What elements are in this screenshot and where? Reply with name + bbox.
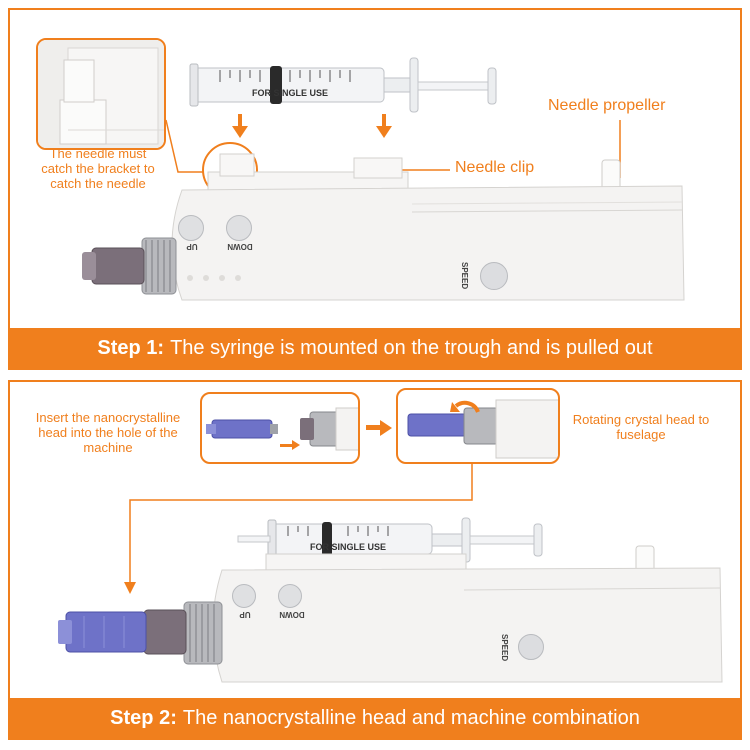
syringe: FOR SINGLE USE — [189, 57, 497, 113]
head-separate-illustration — [206, 407, 358, 451]
needle-clip-label: Needle clip — [455, 159, 535, 176]
up-button[interactable] — [178, 215, 204, 241]
speed-button[interactable] — [480, 262, 508, 290]
step2-panel: Insert the nanocrystalline head into the… — [8, 380, 742, 740]
step1-banner-step: Step 1: — [97, 336, 165, 359]
speed-button-label: SPEED — [500, 634, 509, 661]
rotate-head-label: Rotating crystal head to fuselage — [572, 412, 710, 442]
step2-banner-step: Step 2: — [110, 706, 177, 729]
insert-head-box — [200, 392, 360, 464]
right-arrow-icon — [366, 420, 392, 436]
bracket-callout-label: The needle must catch the bracket to cat… — [41, 146, 155, 191]
needle-propeller-label: Needle propeller — [548, 97, 666, 114]
syringe: FOR SINGLE USE — [237, 517, 543, 563]
syringe-label: FOR SINGLE USE — [310, 542, 386, 552]
down-button-label: DOWN — [227, 242, 253, 251]
down-button[interactable] — [226, 215, 252, 241]
down-button-label: DOWN — [279, 610, 305, 619]
speed-button-label: SPEED — [460, 262, 469, 289]
up-button-label: UP — [239, 610, 251, 619]
up-button[interactable] — [232, 584, 256, 608]
speed-button[interactable] — [518, 634, 544, 660]
step1-panel: The needle must catch the bracket to cat… — [8, 8, 742, 370]
down-button[interactable] — [278, 584, 302, 608]
step1-banner: Step 1: The syringe is mounted on the tr… — [10, 328, 740, 368]
down-arrow-icon — [232, 114, 248, 138]
insert-head-label: Insert the nanocrystalline head into the… — [35, 410, 181, 455]
rotate-head-box — [396, 388, 560, 464]
down-arrow-icon — [376, 114, 392, 138]
step2-banner-text: The nanocrystalline head and machine com… — [182, 706, 640, 729]
step1-banner-text: The syringe is mounted on the trough and… — [170, 336, 653, 359]
head-attached-illustration — [407, 399, 558, 459]
bracket-zoom-box — [36, 38, 166, 150]
head-connector — [124, 462, 473, 594]
syringe-label: FOR SINGLE USE — [252, 88, 328, 98]
clip-pointer — [402, 169, 450, 171]
needle-cap — [65, 611, 147, 653]
up-button-label: UP — [186, 242, 198, 251]
step2-banner: Step 2: The nanocrystalline head and mac… — [10, 698, 740, 738]
device-illustration — [82, 153, 685, 301]
device-illustration — [58, 545, 723, 683]
callout-connector — [165, 119, 204, 173]
bracket-zoom-illustration — [38, 40, 164, 148]
